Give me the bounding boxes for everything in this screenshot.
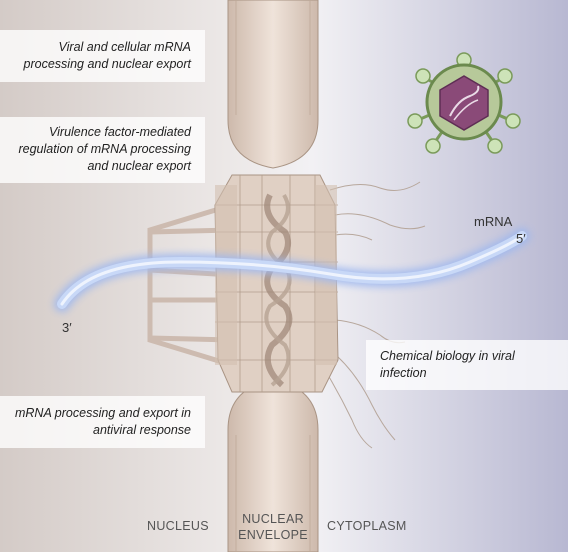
nuclear-label-line2: ENVELOPE bbox=[238, 528, 308, 542]
five-prime-label: 5′ bbox=[516, 231, 526, 246]
panel-viral-cellular-mrna: Viral and cellular mRNA processing and n… bbox=[0, 30, 205, 82]
mrna-strand bbox=[54, 228, 530, 312]
panel-chemical-text: Chemical biology in viral infection bbox=[380, 349, 515, 380]
nuclear-label-line1: NUCLEAR bbox=[242, 512, 304, 526]
panel-virulence-factor: Virulence factor-mediated regulation of … bbox=[0, 117, 205, 183]
nuclear-pore-complex bbox=[214, 174, 339, 393]
panel-chemical-biology: Chemical biology in viral infection bbox=[366, 340, 568, 390]
cytoplasm-label: CYTOPLASM bbox=[327, 519, 407, 533]
panel-antiviral-text: mRNA processing and export in antiviral … bbox=[14, 406, 191, 437]
panel-antiviral-response: mRNA processing and export in antiviral … bbox=[0, 396, 205, 448]
virus-particle bbox=[407, 52, 521, 154]
nuclear-envelope bbox=[227, 0, 319, 552]
mrna-label: mRNA bbox=[474, 214, 513, 229]
central-channel-fg-repeats bbox=[264, 193, 293, 388]
three-prime-label: 3′ bbox=[62, 320, 72, 335]
panel-viral-cellular-text: Viral and cellular mRNA processing and n… bbox=[23, 40, 191, 71]
nucleus-label: NUCLEUS bbox=[147, 519, 209, 533]
nuclear-envelope-label: NUCLEAR ENVELOPE bbox=[230, 511, 316, 543]
panel-virulence-text: Virulence factor-mediated regulation of … bbox=[18, 125, 191, 173]
